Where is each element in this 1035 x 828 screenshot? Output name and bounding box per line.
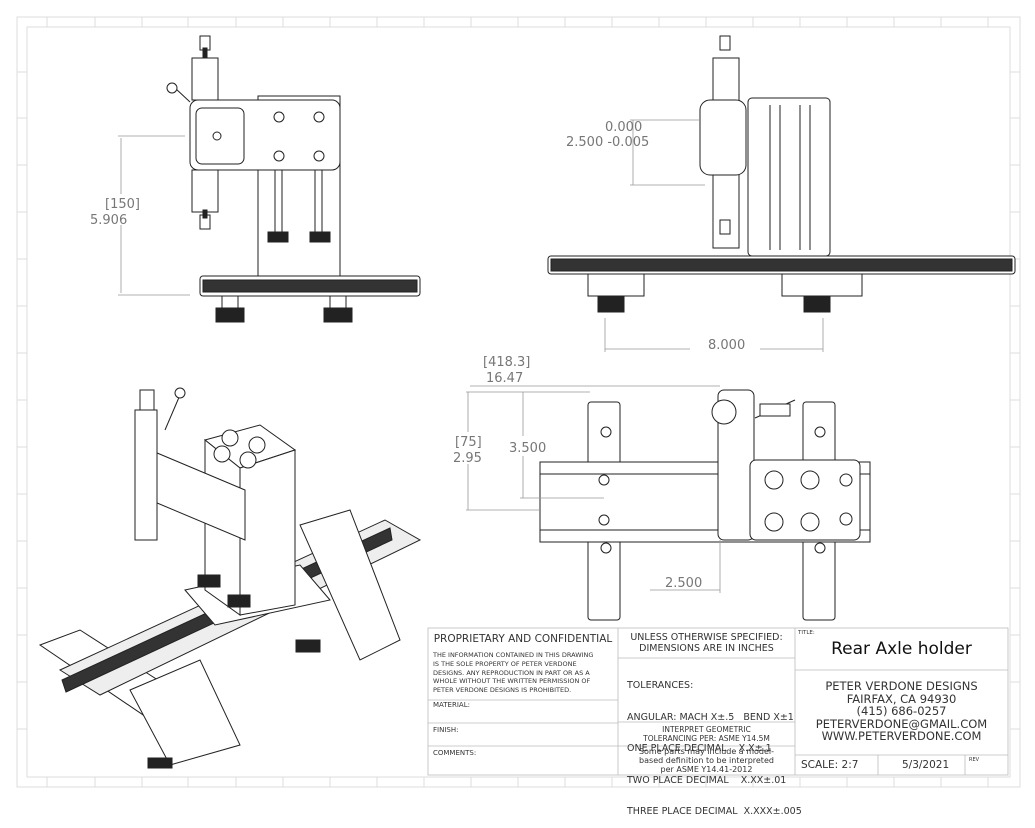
title-label: TITLE: (798, 630, 815, 636)
drawing-sheet: [150] 5.906 0.000 2.500 -0.005 8.000 (16, 16, 1021, 788)
drawing-title: Rear Axle holder (831, 639, 972, 659)
tolerance-line: ANGULAR: MACH X±.5 BEND X±1 (627, 711, 794, 723)
top-length-in: 16.47 (486, 371, 523, 386)
model-note-line: per ASME Y14.41-2012 (660, 764, 753, 774)
tolerances: TOLERANCES: ANGULAR: MACH X±.5 BEND X±1 … (627, 660, 802, 828)
scale: SCALE: 2:7 (801, 759, 859, 771)
geometric-line: INTERPRET GEOMETRIC (662, 725, 751, 734)
model-note-line: based definition to be interpreted (639, 755, 774, 765)
front-height-in: 5.906 (90, 213, 127, 228)
company-address: FAIRFAX, CA 94930 (846, 691, 957, 706)
finish-label: FINISH: (433, 726, 459, 734)
side-height: 2.500 -0.005 (566, 135, 649, 150)
geometric-note: INTERPRET GEOMETRIC TOLERANCING PER: ASM… (618, 725, 795, 743)
proprietary-line: THE INFORMATION CONTAINED IN THIS DRAWIN… (433, 651, 594, 659)
proprietary-line: WHOLE WITHOUT THE WRITTEN PERMISSION OF (433, 677, 591, 686)
tolerance-line: TOLERANCES: (627, 680, 694, 691)
top-height-mm: [75] (455, 435, 482, 450)
company-email: PETERVERDONE@GMAIL.COM (815, 716, 988, 731)
proprietary-text: THE INFORMATION CONTAINED IN THIS DRAWIN… (433, 651, 593, 695)
units-note: UNLESS OTHERWISE SPECIFIED: DIMENSIONS A… (618, 632, 795, 654)
front-height-mm: [150] (105, 197, 140, 212)
company-website: WWW.PETERVERDONE.COM (821, 729, 982, 743)
company-phone: (415) 686-0257 (856, 704, 947, 718)
units-line: UNLESS OTHERWISE SPECIFIED: (630, 632, 783, 643)
proprietary-line: IS THE SOLE PROPERTY OF PETER VERDONE (433, 659, 577, 668)
units-line: DIMENSIONS ARE IN INCHES (639, 643, 774, 654)
geometric-line: TOLERANCING PER: ASME Y14.5M (643, 734, 770, 743)
top-view (539, 389, 871, 621)
tolerance-line: TWO PLACE DECIMAL X.XX±.01 (627, 774, 787, 786)
proprietary-line: DESIGNS. ANY REPRODUCTION IN PART OR AS … (433, 668, 590, 677)
proprietary-line: PETER VERDONE DESIGNS IS PROHIBITED. (433, 686, 572, 695)
isometric-view (38, 387, 422, 769)
top-spacing: 3.500 (509, 441, 546, 456)
top-height-in: 2.95 (453, 451, 482, 466)
model-note: Some parts may include a model- based de… (618, 747, 795, 774)
date: 5/3/2021 (902, 759, 950, 771)
rev-label: REV (969, 757, 980, 763)
model-note-line: Some parts may include a model- (638, 747, 775, 756)
material-label: MATERIAL: (433, 701, 470, 709)
proprietary-heading: PROPRIETARY AND CONFIDENTIAL (433, 633, 613, 645)
comments-label: COMMENTS: (433, 749, 477, 757)
top-offset: 2.500 (665, 576, 702, 591)
front-view (166, 35, 421, 323)
top-length-mm: [418.3] (483, 355, 530, 370)
side-tol-upper: 0.000 (605, 120, 642, 135)
tolerance-line: THREE PLACE DECIMAL X.XXX±.005 (627, 806, 802, 817)
company-name: PETER VERDONE DESIGNS (825, 679, 978, 693)
company-info: PETER VERDONE DESIGNS FAIRFAX, CA 94930 … (795, 680, 1008, 743)
tolerance-line: ONE PLACE DECIMAL X.X±.1 (627, 743, 772, 754)
title-block-grid (427, 627, 1009, 776)
side-width: 8.000 (708, 338, 745, 353)
side-view (547, 35, 1016, 313)
